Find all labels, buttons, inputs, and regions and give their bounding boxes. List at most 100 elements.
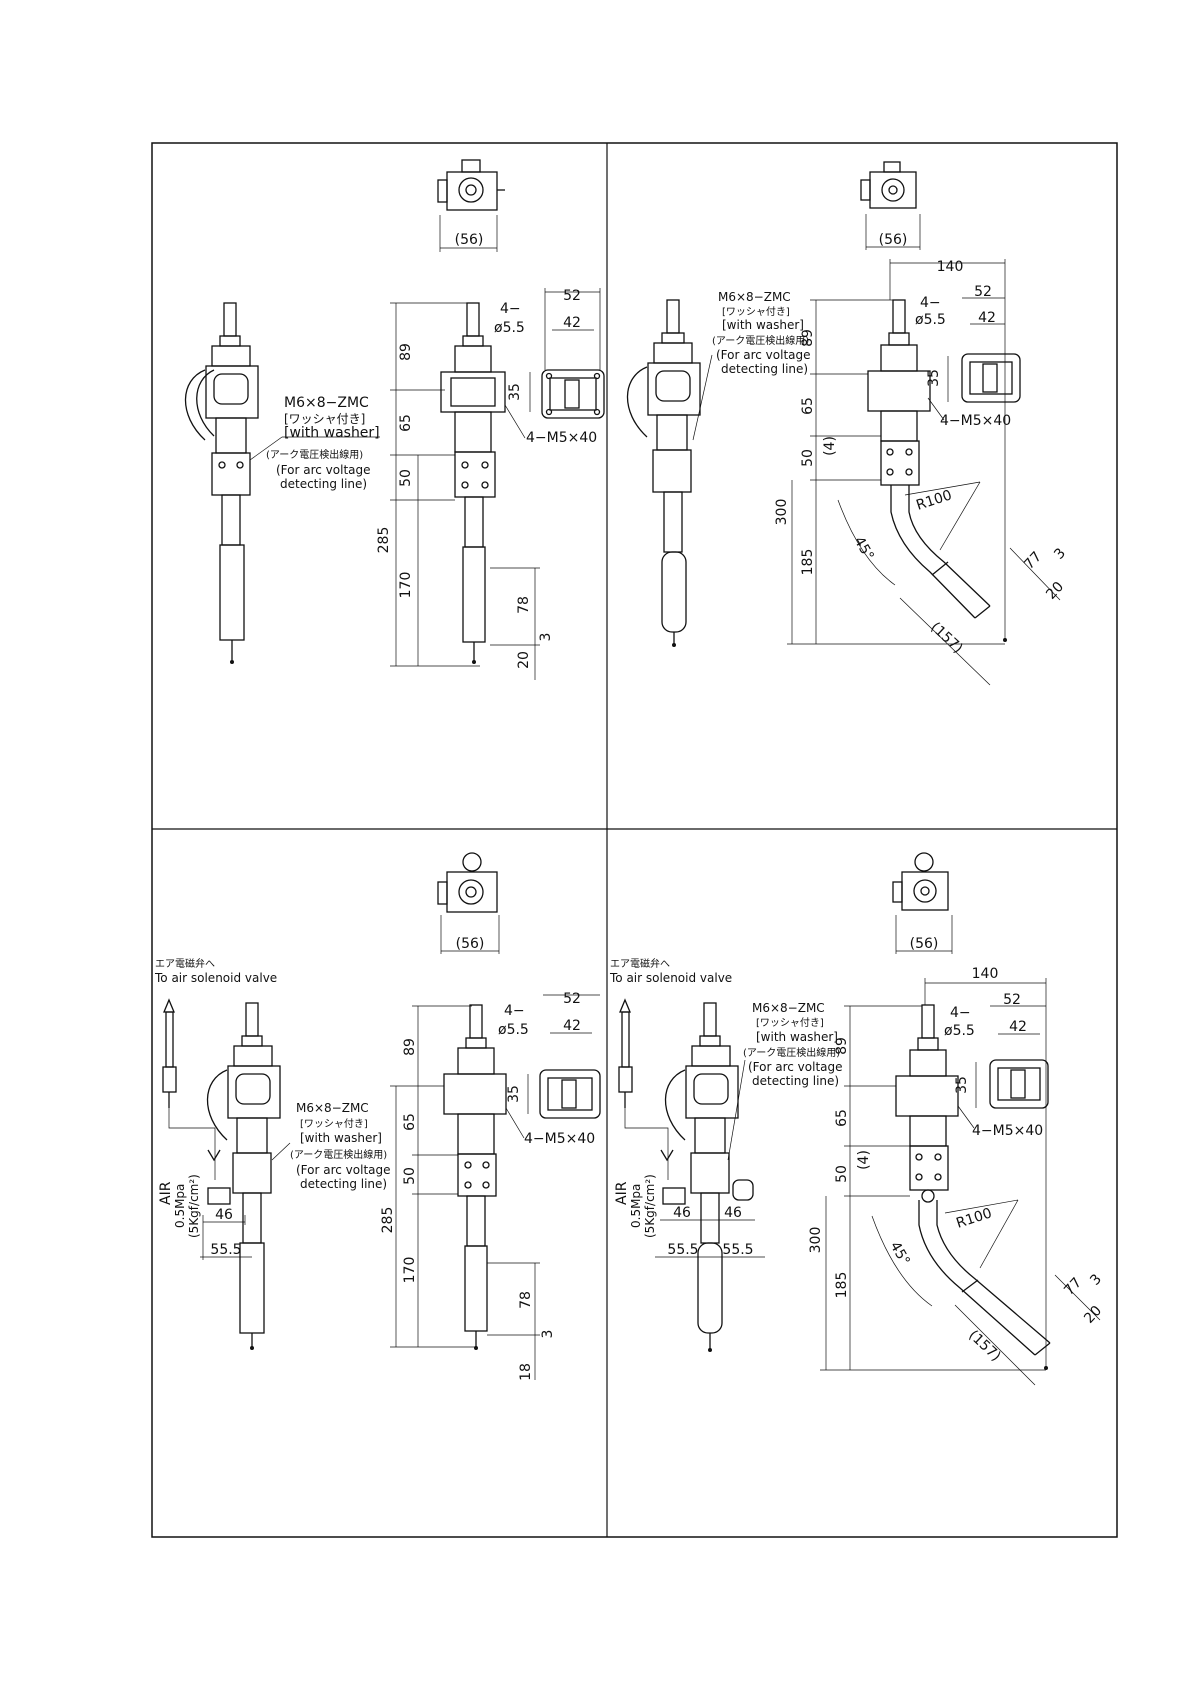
- dim-65: 65: [398, 414, 414, 432]
- dim-89: 89: [402, 1038, 418, 1056]
- dim-77: 77: [1061, 1275, 1085, 1299]
- washer-en: [with washer]: [300, 1131, 382, 1145]
- dim-170: 170: [398, 572, 414, 599]
- air-valve-en: To air solenoid valve: [609, 971, 732, 985]
- torch-side-view: [184, 302, 259, 664]
- flange-outer-dim: 52: [974, 284, 992, 300]
- torch-side-view: 46 55.5: [200, 1002, 281, 1350]
- dim-50: 50: [800, 449, 816, 467]
- dim-46-right: 46: [724, 1205, 742, 1221]
- top-width-dim: (56): [456, 936, 485, 952]
- flange-height-dim: 35: [926, 369, 942, 387]
- panel-air-bent-torch: (56) エア電磁弁へ To air solenoid valve AIR 0.…: [609, 852, 1105, 1386]
- dim-300: 300: [774, 499, 790, 526]
- dim-157: (157): [927, 619, 965, 656]
- dim-46-left: 46: [673, 1205, 691, 1221]
- bolt-annotation: M6×8−ZMC [ワッシャ付き] [with washer] (アーク電圧検出…: [271, 1101, 391, 1191]
- hole-diameter: ø5.5: [944, 1023, 975, 1039]
- hole-diameter: ø5.5: [494, 320, 525, 336]
- arc-en-1: (For arc voltage: [276, 463, 371, 477]
- dim-89: 89: [398, 343, 414, 361]
- dim-3: 3: [1051, 545, 1069, 562]
- top-width-dim: (56): [910, 936, 939, 952]
- holes-count: 4−: [500, 301, 521, 317]
- dim-4: (4): [856, 1150, 872, 1170]
- overall-width-dim: 140: [937, 259, 964, 275]
- top-view: (56): [860, 161, 921, 250]
- dim-3: 3: [538, 633, 554, 642]
- top-view: (56): [437, 852, 500, 954]
- air-label: AIR: [158, 1181, 174, 1205]
- dim-170: 170: [402, 1257, 418, 1284]
- flange-height-dim: 35: [506, 1085, 522, 1103]
- bolt-spec: M6×8−ZMC: [752, 1001, 825, 1015]
- dim-3: 3: [1087, 1271, 1105, 1288]
- overall-width-dim: 140: [972, 966, 999, 982]
- dim-50: 50: [402, 1167, 418, 1185]
- arc-en-2: detecting line): [721, 362, 808, 376]
- dim-185: 185: [834, 1272, 850, 1299]
- arc-jp: (アーク電圧検出線用): [290, 1148, 387, 1161]
- arc-en-1: (For arc voltage: [296, 1163, 391, 1177]
- dim-20: 20: [1043, 579, 1067, 603]
- panel-bent-torch: (56) M6×8−ZMC [ワッシャ付き] [with washer] (アー…: [626, 161, 1069, 686]
- arc-en-1: (For arc voltage: [748, 1060, 843, 1074]
- holes-count: 4−: [504, 1003, 525, 1019]
- flange-height-dim: 35: [507, 383, 523, 401]
- dim-65: 65: [402, 1113, 418, 1131]
- air-hose: [162, 998, 221, 1180]
- bolt-spec: M6×8−ZMC: [718, 290, 791, 304]
- washer-jp: [ワッシャ付き]: [300, 1117, 368, 1130]
- flange-height-dim: 35: [954, 1076, 970, 1094]
- washer-jp: [ワッシャ付き]: [756, 1016, 824, 1029]
- torch-front-view: 140 52 42 4− ø5.5 35 4−M5×40 89 65 (4) 5…: [808, 966, 1105, 1386]
- bend-angle: 45°: [887, 1239, 913, 1269]
- holes-count: 4−: [950, 1005, 971, 1021]
- bolt-spec: M6×8−ZMC: [284, 395, 369, 411]
- flange-outer-dim: 52: [563, 991, 581, 1007]
- dim-18: 18: [518, 1363, 534, 1381]
- washer-en: [with washer]: [722, 318, 804, 332]
- screw-spec: 4−M5×40: [972, 1123, 1043, 1139]
- dim-157: (157): [965, 1327, 1003, 1364]
- top-view: (56): [892, 852, 953, 954]
- screw-spec: 4−M5×40: [524, 1131, 595, 1147]
- dim-46: 46: [215, 1207, 233, 1223]
- arc-jp: (アーク電圧検出線用): [712, 334, 809, 347]
- panel-straight-torch: (56) M6×8−ZMC [ワッシャ付き] [with washer]: [184, 159, 605, 680]
- dim-89: 89: [800, 329, 816, 347]
- air-kgf: (5Kgf/cm²): [187, 1174, 201, 1238]
- dim-50: 50: [834, 1165, 850, 1183]
- bolt-annotation: M6×8−ZMC [ワッシャ付き] [with washer] (アーク電圧検出…: [692, 290, 811, 441]
- dim-50: 50: [398, 469, 414, 487]
- air-valve-jp: エア電磁弁へ: [610, 957, 670, 970]
- flange-outer-dim: 52: [1003, 992, 1021, 1008]
- dim-55-5-right: 55.5: [722, 1242, 753, 1258]
- flange-outer-dim: 52: [563, 288, 581, 304]
- torch-front-view: 89 65 50 285 170 78 3 18 52 42 4− ø5.5 3…: [380, 991, 601, 1381]
- air-pressure: 0.5Mpa: [629, 1184, 643, 1228]
- dim-20: 20: [516, 651, 532, 669]
- bolt-spec: M6×8−ZMC: [296, 1101, 369, 1115]
- dim-300: 300: [808, 1227, 824, 1254]
- screw-spec: 4−M5×40: [940, 413, 1011, 429]
- torch-front-view: 89 65 50 285 170 78 3 20 52 42 4− ø5.5 3…: [376, 288, 605, 680]
- top-width-dim: (56): [455, 232, 484, 248]
- holes-count: 4−: [920, 295, 941, 311]
- air-pressure: 0.5Mpa: [173, 1184, 187, 1228]
- flange-inner-dim: 42: [563, 315, 581, 331]
- washer-en: [with washer]: [756, 1030, 838, 1044]
- air-kgf: (5Kgf/cm²): [643, 1174, 657, 1238]
- top-width-dim: (56): [879, 232, 908, 248]
- bend-angle: 45°: [851, 534, 877, 564]
- arc-en-2: detecting line): [752, 1074, 839, 1088]
- flange-inner-dim: 42: [563, 1018, 581, 1034]
- torch-side-view: 46 46 55.5 55.5: [655, 1002, 765, 1352]
- arc-en-1: (For arc voltage: [716, 348, 811, 362]
- dim-55-5: 55.5: [210, 1242, 241, 1258]
- flange-inner-dim: 42: [1009, 1019, 1027, 1035]
- hole-diameter: ø5.5: [498, 1022, 529, 1038]
- air-valve-jp: エア電磁弁へ: [155, 957, 215, 970]
- bend-radius: R100: [954, 1205, 994, 1231]
- bolt-annotation: M6×8−ZMC [ワッシャ付き] [with washer] (アーク電圧検出…: [727, 1001, 843, 1161]
